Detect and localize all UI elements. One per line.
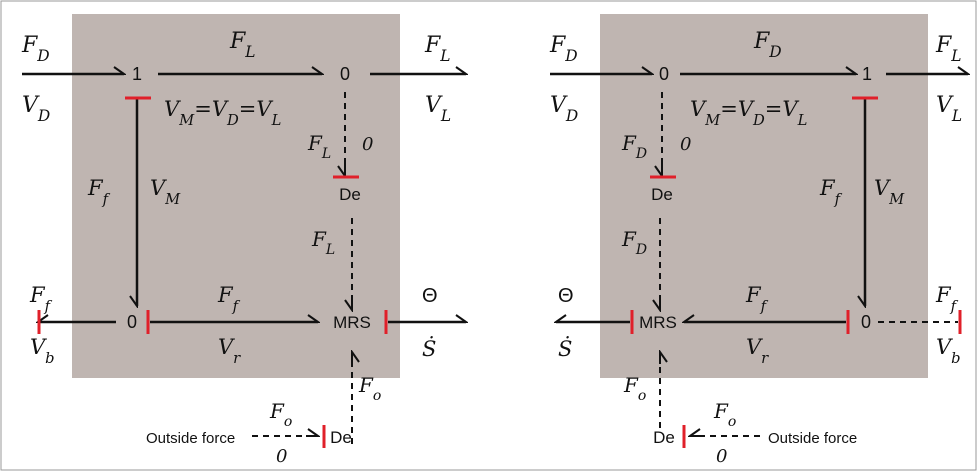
equation-velocities: VM=VD=VL <box>164 97 281 129</box>
mrs-element: MRS <box>333 313 371 332</box>
symbol-FD: FD <box>753 29 782 61</box>
zero-flow-label: 0 <box>716 446 727 467</box>
symbol-VD: VD <box>22 93 50 125</box>
symbol-FD: FD <box>621 227 647 258</box>
outside-force-label: Outside force <box>768 430 857 447</box>
mrs-element: MRS <box>639 313 677 332</box>
symbol-Ff: Ff <box>745 283 769 315</box>
symbol-Fo: Fo <box>623 373 646 404</box>
symbol-FD: FD <box>21 33 50 65</box>
symbol-theta: Θ <box>422 285 438 307</box>
zero-flow-label: 0 <box>680 134 691 155</box>
symbol-VL: VL <box>936 93 962 125</box>
symbol-Ff: Ff <box>819 176 843 208</box>
symbol-VM: VM <box>874 176 905 208</box>
symbol-FL: FL <box>935 33 962 65</box>
de-element: De <box>651 185 673 204</box>
symbol-Vb: Vb <box>30 335 55 367</box>
outside-de-element: De <box>653 428 675 447</box>
symbol-Ff: Ff <box>87 176 111 208</box>
symbol-FL: FL <box>229 29 256 61</box>
symbol-FD: FD <box>549 33 578 65</box>
junction-one: 1 <box>862 64 872 84</box>
de-element: De <box>339 185 361 204</box>
symbol-Fo: Fo <box>713 399 736 430</box>
junction-zero: 0 <box>340 64 350 84</box>
symbol-Ff: Ff <box>935 283 959 315</box>
symbol-Ff: Ff <box>217 283 241 315</box>
junction-one: 1 <box>132 64 142 84</box>
symbol-Fo: Fo <box>358 373 381 404</box>
symbol-VM: VM <box>150 176 181 208</box>
symbol-Vr: Vr <box>218 335 241 367</box>
symbol-sdot: Ṡ <box>558 336 572 361</box>
symbol-Ff: Ff <box>29 283 53 315</box>
left-bond-graph: 1 0 De 0 MRS De Outside force FD VD FL F… <box>21 29 466 467</box>
symbol-VD: VD <box>550 93 578 125</box>
equation-velocities: VM=VD=VL <box>690 97 807 129</box>
symbol-FL: FL <box>311 227 335 258</box>
symbol-VL: VL <box>425 93 451 125</box>
symbol-Vr: Vr <box>746 335 769 367</box>
outside-de-element: De <box>330 428 352 447</box>
symbol-FL: FL <box>307 131 331 162</box>
zero-flow-label: 0 <box>276 446 287 467</box>
symbol-Fo: Fo <box>269 399 292 430</box>
symbol-FL: FL <box>424 33 451 65</box>
zero-flow-label: 0 <box>362 134 373 155</box>
symbol-theta: Θ <box>558 285 574 307</box>
junction-zero-lower: 0 <box>127 312 137 332</box>
junction-zero: 0 <box>659 64 669 84</box>
symbol-FD: FD <box>621 131 647 162</box>
right-bond-graph: 0 1 De MRS 0 De Outside force FD VD FD F… <box>549 29 968 467</box>
symbol-Vb: Vb <box>936 335 961 367</box>
junction-zero-lower: 0 <box>861 312 871 332</box>
outside-force-label: Outside force <box>146 430 235 447</box>
symbol-sdot: Ṡ <box>422 336 436 361</box>
